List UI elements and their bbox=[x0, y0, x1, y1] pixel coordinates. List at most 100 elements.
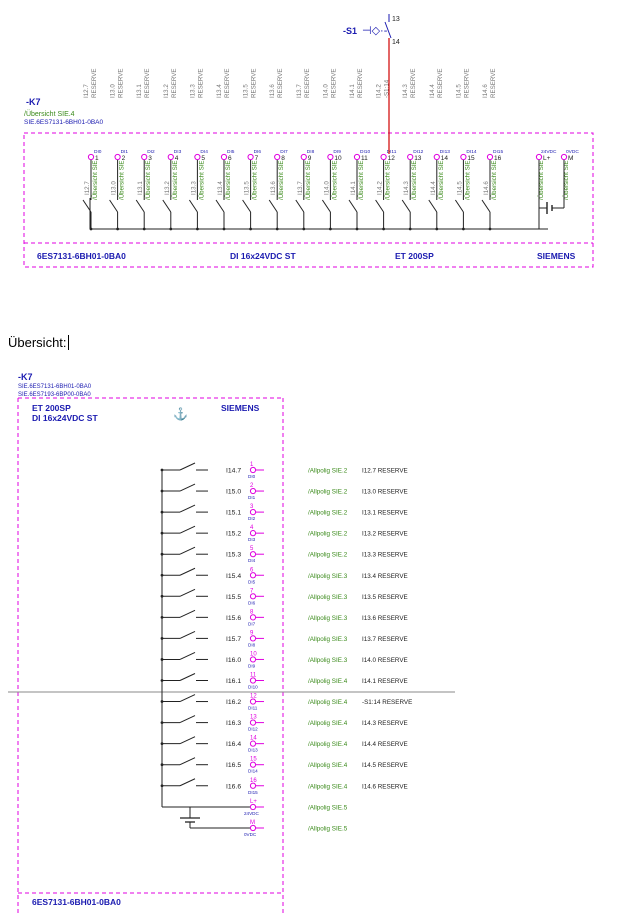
bottom-row-terminal bbox=[249, 572, 257, 579]
top-contact bbox=[162, 199, 172, 213]
top-contact bbox=[215, 199, 225, 213]
top-address: I13.4 bbox=[217, 181, 224, 195]
top-address: I14.6 bbox=[483, 181, 490, 195]
overview-label-text: Übersicht: bbox=[8, 335, 67, 350]
s1-pin-top: 13 bbox=[392, 16, 400, 23]
top-contact bbox=[401, 199, 411, 213]
bottom-row-ref-text: I14.3 RESERVE bbox=[362, 720, 408, 727]
top-address: I14.4 bbox=[430, 181, 437, 195]
bottom-row-channel: DI14 bbox=[248, 769, 258, 774]
top-ref-text: RESERVE bbox=[410, 69, 417, 98]
top-junction bbox=[222, 227, 226, 231]
bottom-row-channel: DI5 bbox=[248, 579, 256, 584]
top-ref-address: I13.7 bbox=[296, 84, 303, 98]
bottom-row-terminal bbox=[249, 761, 257, 768]
top-overview-ref: /Übersicht SIE bbox=[278, 160, 285, 200]
top-footer-family: ET 200SP bbox=[395, 251, 434, 261]
top-pin-number: 15 bbox=[467, 155, 475, 162]
top-supply-terminal bbox=[560, 153, 568, 161]
bottom-row-junction bbox=[160, 615, 164, 619]
top-supply-terminal bbox=[535, 153, 543, 161]
bottom-footer-part: 6ES7131-6BH01-0BA0 bbox=[32, 897, 121, 907]
top-address: I14.0 bbox=[323, 181, 330, 195]
bottom-row-ref-text: I13.3 RESERVE bbox=[362, 552, 408, 559]
top-ref-text: -S1:14 bbox=[384, 79, 391, 98]
bottom-row-terminal bbox=[249, 530, 257, 537]
top-overview-ref: /Übersicht SIE bbox=[225, 160, 232, 200]
top-footer-brand: SIEMENS bbox=[537, 251, 576, 261]
top-device-tag: -K7 bbox=[26, 97, 41, 107]
top-channel-label: DI13 bbox=[440, 149, 450, 155]
bottom-row-pin: 15 bbox=[250, 757, 257, 763]
bottom-row-address: I15.3 bbox=[226, 552, 241, 559]
bottom-row-contact bbox=[179, 757, 196, 766]
top-terminal bbox=[220, 153, 228, 161]
bottom-row-contact bbox=[179, 736, 196, 745]
top-ref-text: RESERVE bbox=[224, 69, 231, 98]
bottom-row-contact bbox=[179, 694, 196, 703]
top-pin-number: 1 bbox=[95, 155, 99, 162]
bottom-row-channel: DI15 bbox=[248, 790, 258, 795]
top-contact bbox=[82, 199, 92, 213]
bottom-row-pin: 12 bbox=[250, 694, 257, 700]
top-contact bbox=[242, 199, 252, 213]
top-junction bbox=[302, 227, 306, 231]
top-ref-text: RESERVE bbox=[437, 69, 444, 98]
top-address: I13.0 bbox=[111, 181, 118, 195]
bottom-row-terminal bbox=[249, 698, 257, 705]
bottom-row-terminal bbox=[249, 593, 257, 600]
top-terminal bbox=[274, 153, 281, 161]
top-pin-number: 5 bbox=[201, 155, 205, 162]
top-ref-link[interactable]: /Übersicht SIE.4 bbox=[24, 110, 75, 118]
bottom-row-channel: DI11 bbox=[248, 706, 258, 711]
top-overview-ref: /Übersicht SIE bbox=[411, 160, 418, 200]
top-address: I13.1 bbox=[137, 181, 144, 195]
top-junction bbox=[382, 227, 385, 231]
bottom-row-contact bbox=[179, 504, 196, 513]
top-pin-number: 3 bbox=[148, 155, 152, 162]
top-junction bbox=[275, 227, 279, 231]
bottom-row-contact bbox=[179, 546, 196, 555]
top-footer-type: DI 16x24VDC ST bbox=[230, 251, 296, 261]
bottom-device-tag: -K7 bbox=[18, 372, 33, 382]
bottom-row-ref-text: I14.4 RESERVE bbox=[362, 741, 408, 748]
bottom-row-ref: /Allpolig SIE.4 bbox=[308, 720, 348, 727]
top-terminal bbox=[407, 153, 414, 161]
bottom-row-address: I15.1 bbox=[226, 510, 241, 517]
top-junction bbox=[249, 227, 253, 231]
bottom-row-junction bbox=[160, 573, 164, 577]
top-ref-text: RESERVE bbox=[304, 69, 311, 98]
text-cursor bbox=[67, 335, 69, 350]
top-ref-address: I14.1 bbox=[349, 84, 356, 98]
bottom-row-address: I15.4 bbox=[226, 573, 241, 580]
bottom-brand: SIEMENS bbox=[221, 403, 260, 413]
top-junction bbox=[196, 227, 199, 231]
bottom-row-ref: /Allpolig SIE.3 bbox=[308, 636, 348, 643]
bottom-supply-ref: /Allpolig SIE.5 bbox=[308, 826, 348, 833]
top-address: I13.3 bbox=[190, 181, 197, 195]
bottom-row-junction bbox=[160, 531, 164, 535]
top-overview-ref: /Übersicht SIE bbox=[172, 160, 179, 200]
bottom-row-address: I15.2 bbox=[226, 531, 241, 538]
bottom-row-address: I15.7 bbox=[226, 636, 241, 643]
top-overview-ref: /Übersicht SIE bbox=[331, 160, 338, 200]
bottom-row-ref-text: I13.6 RESERVE bbox=[362, 615, 408, 622]
bottom-row-ref: /Allpolig SIE.4 bbox=[308, 762, 348, 769]
bottom-row-ref: /Allpolig SIE.4 bbox=[308, 699, 348, 706]
top-supply-channel: 0VDC bbox=[566, 149, 579, 155]
